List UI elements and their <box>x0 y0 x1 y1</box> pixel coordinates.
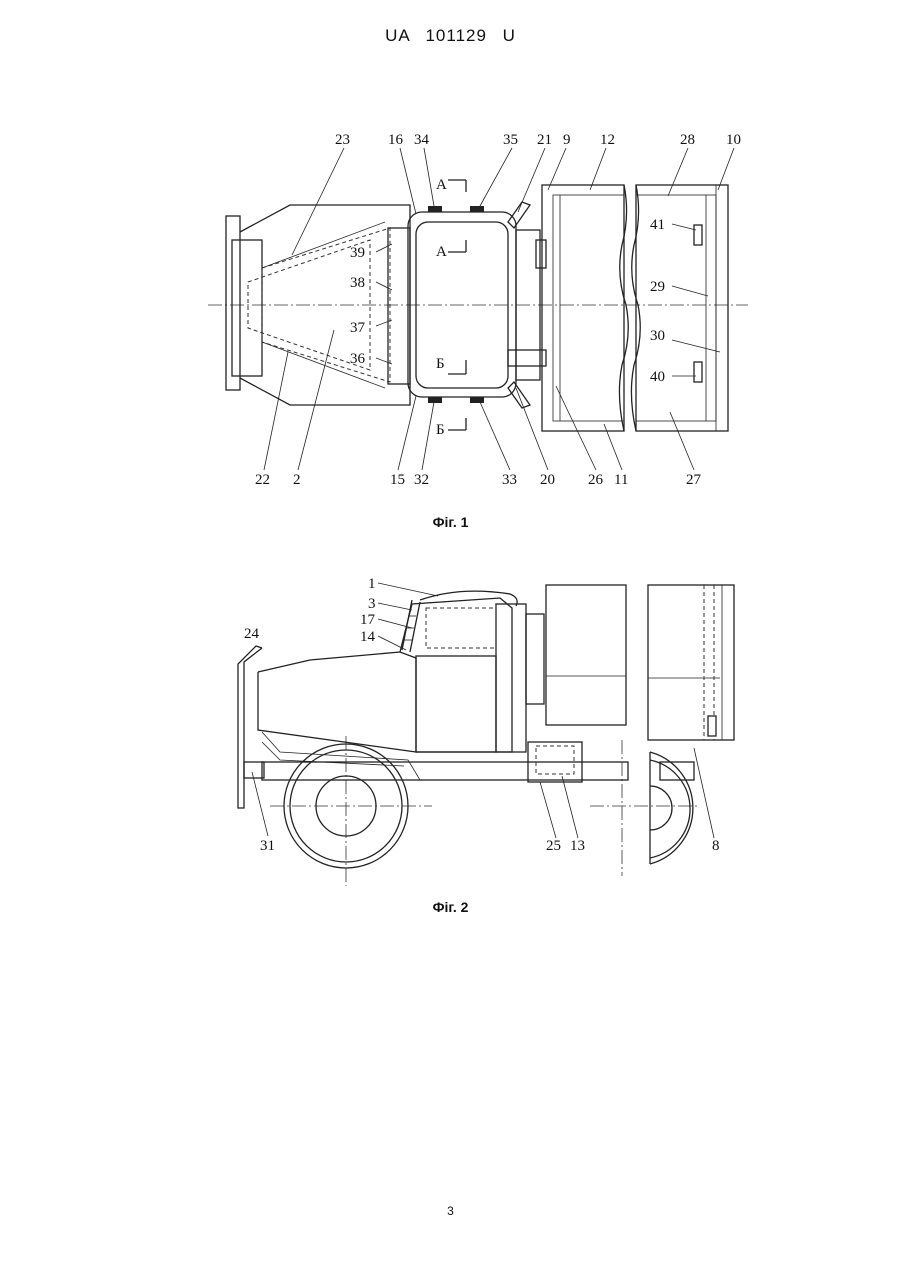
label-10: 10 <box>726 132 741 148</box>
label-22: 22 <box>255 472 270 488</box>
label-41: 41 <box>650 217 665 233</box>
label-35: 35 <box>503 132 518 148</box>
label-36: 36 <box>350 351 366 367</box>
label-21: 21 <box>537 132 552 148</box>
section-mark-b-inner: Б <box>436 356 445 372</box>
label-26: 26 <box>588 472 604 488</box>
label-20: 20 <box>540 472 555 488</box>
section-mark-a-top: А <box>436 177 447 193</box>
label-16: 16 <box>388 132 404 148</box>
page-number: 3 <box>0 1204 901 1218</box>
figure-1-caption: Фіг. 1 <box>0 514 901 530</box>
label-32: 32 <box>414 472 429 488</box>
section-mark-a-inner: А <box>436 244 447 260</box>
label-40: 40 <box>650 369 665 385</box>
label-9: 9 <box>563 132 571 148</box>
label-2: 2 <box>293 472 301 488</box>
label-37: 37 <box>350 320 366 336</box>
label-15: 15 <box>390 472 405 488</box>
section-mark-b-bottom: Б <box>436 422 445 438</box>
figure-2-caption: Фіг. 2 <box>0 899 901 915</box>
label-28: 28 <box>680 132 695 148</box>
label-34: 34 <box>414 132 430 148</box>
label-12: 12 <box>600 132 615 148</box>
label-27: 27 <box>686 472 702 488</box>
label-23: 23 <box>335 132 350 148</box>
label-38: 38 <box>350 275 365 291</box>
label-39: 39 <box>350 245 365 261</box>
label-30: 30 <box>650 328 665 344</box>
label-11: 11 <box>614 472 628 488</box>
label-29: 29 <box>650 279 665 295</box>
label-33: 33 <box>502 472 517 488</box>
